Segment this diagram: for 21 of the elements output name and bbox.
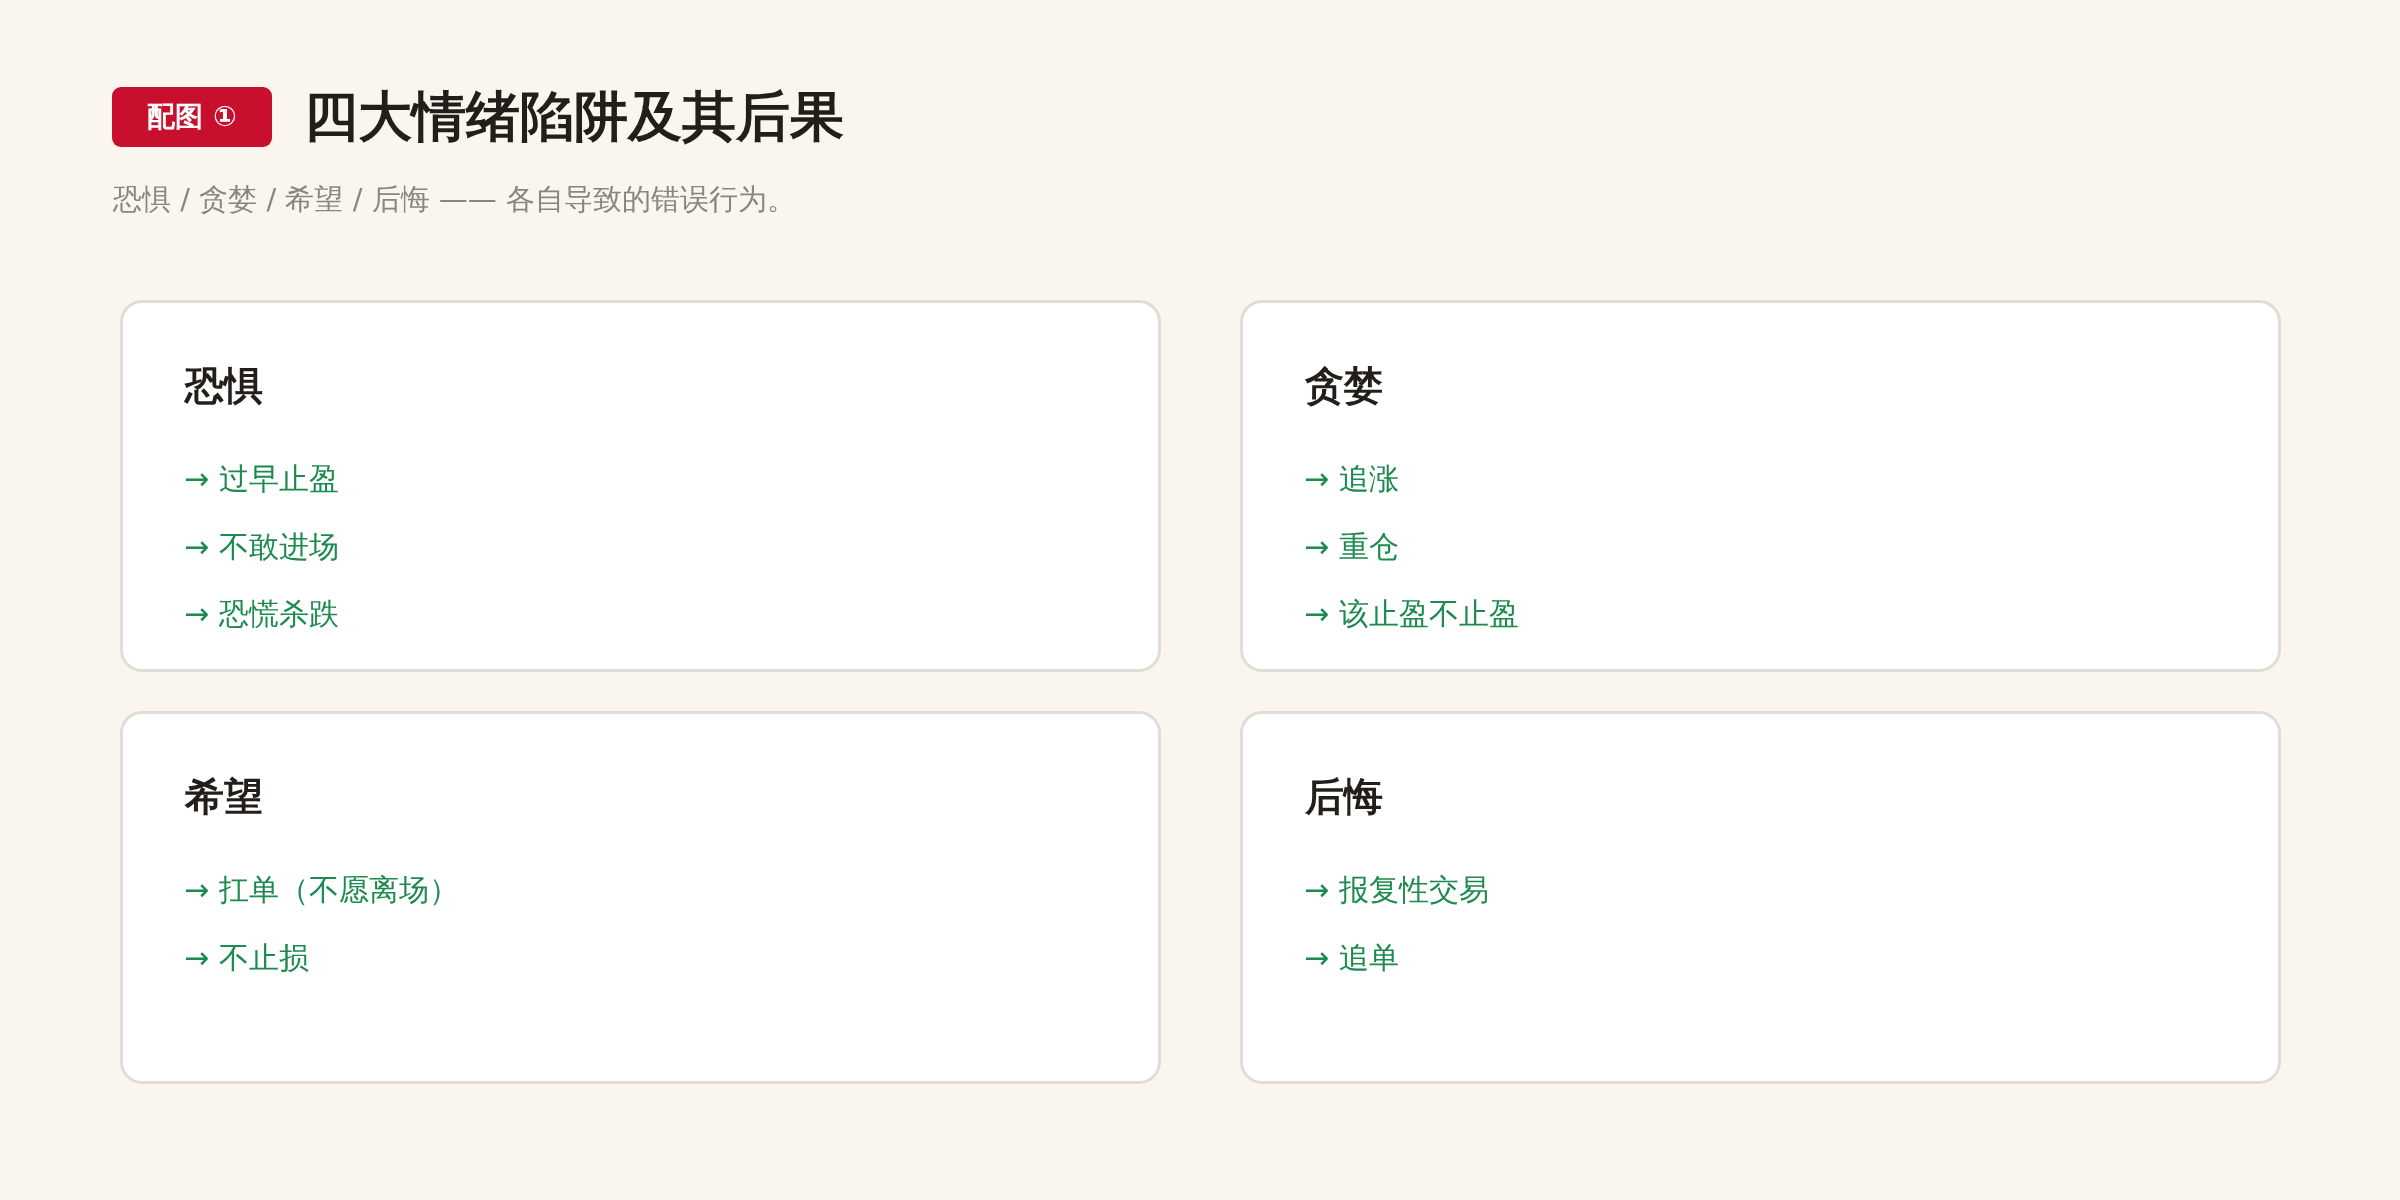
- card-heading: 恐惧: [185, 364, 263, 408]
- list-item: → 该止盈不止盈: [1304, 596, 1519, 632]
- list-item: → 报复性交易: [1304, 872, 1489, 908]
- list-item: → 不止损: [184, 939, 309, 976]
- subtitle: 恐惧 / 贪婪 / 希望 / 后悔 —— 各自导致的错误行为。: [113, 182, 797, 216]
- title: 四大情绪陷阱及其后果: [304, 87, 844, 147]
- list-item: → 恐慌杀跌: [184, 596, 339, 632]
- info-card: [120, 300, 1161, 672]
- info-card: [1240, 300, 2281, 672]
- list-item: → 过早止盈: [184, 461, 339, 497]
- label-tag: 配图 ①: [112, 87, 272, 147]
- card-heading: 贪婪: [1305, 364, 1383, 408]
- card-heading: 后悔: [1305, 775, 1383, 819]
- info-card: [1240, 711, 2281, 1084]
- list-item: → 不敢进场: [184, 528, 339, 565]
- list-item: → 追涨: [1304, 461, 1399, 497]
- card-heading: 希望: [185, 775, 263, 819]
- info-card: [120, 711, 1161, 1084]
- list-item: → 重仓: [1304, 528, 1399, 565]
- list-item: → 追单: [1304, 939, 1399, 976]
- list-item: → 扛单（不愿离场）: [184, 872, 459, 908]
